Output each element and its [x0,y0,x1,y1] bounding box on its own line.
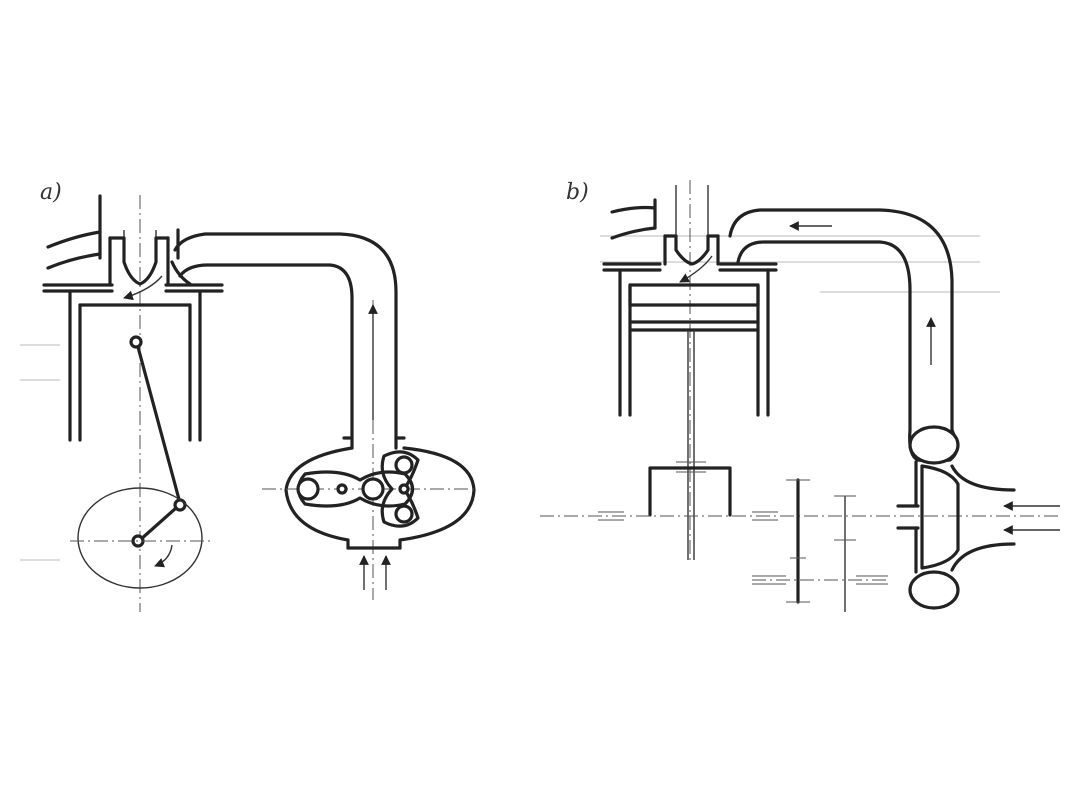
crank-circle-a [77,487,203,589]
volute-lower-b [908,570,960,610]
panel-a-label: a) [40,180,62,205]
connecting-rod-a [136,345,182,505]
rotation-arrow-a [154,544,173,568]
intake-duct-inner-a [178,263,354,440]
crank-arm-a [138,506,178,542]
roots-rotor-vertical-a [380,450,420,528]
intake-duct-outer-a [173,232,398,440]
intake-duct-outer-b [728,208,954,432]
impeller-b [920,464,960,570]
piston-pin-a [129,335,143,349]
panel-b-turbo-blower-scavenging [540,180,1060,612]
head-left-flare-a [46,230,102,249]
panel-b-label: b) [566,180,589,205]
intake-duct-inner-b [736,240,912,432]
crosshead-frame-b [648,466,732,517]
inlet-eye-upper-b [950,464,1016,492]
inlet-eye-lower-b [950,542,1016,572]
piston-b [628,283,760,307]
roots-rotor-horizontal-a [296,470,415,508]
flow-arrow-head-a [123,275,163,301]
flow-arrow-head-b [679,255,713,283]
roots-blower-housing-a [284,446,476,550]
volute-upper-b [908,425,960,465]
panel-a-roots-blower-scavenging [42,194,476,612]
